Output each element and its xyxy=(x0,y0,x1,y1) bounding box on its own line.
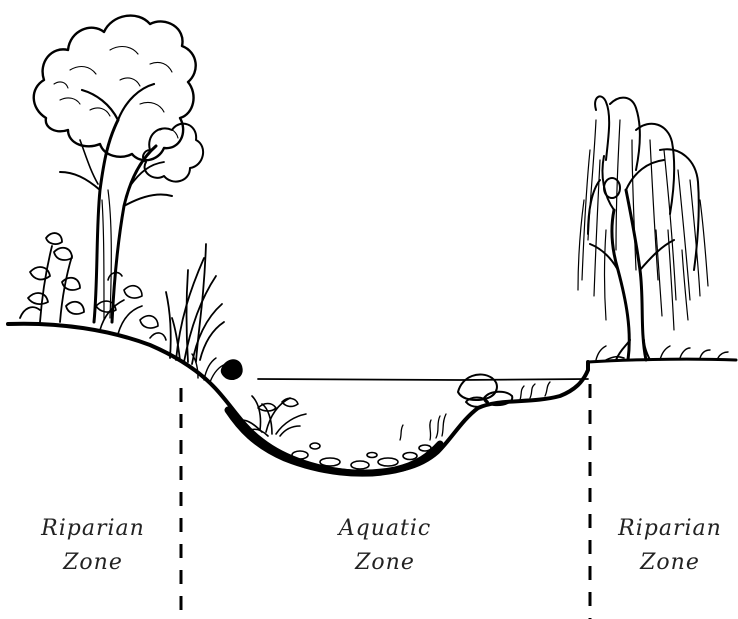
willow-tree-illustration xyxy=(578,96,728,360)
aquatic-zone-label: Aquatic Zone xyxy=(300,512,470,580)
aquatic-zone-line2: Zone xyxy=(300,546,470,580)
ground-profile xyxy=(8,324,736,473)
riparian-zone-left-label: Riparian Zone xyxy=(18,512,168,580)
riparian-zone-left-line2: Zone xyxy=(18,546,168,580)
riparian-zone-left-line1: Riparian xyxy=(18,512,168,546)
aquatic-zone-line1: Aquatic xyxy=(300,512,470,546)
riparian-zone-right-line1: Riparian xyxy=(600,512,738,546)
riparian-zone-right-label: Riparian Zone xyxy=(600,512,738,580)
riparian-zone-right-line2: Zone xyxy=(600,546,738,580)
riverbank-shrubs xyxy=(20,233,226,382)
deciduous-tree-illustration xyxy=(34,16,203,322)
